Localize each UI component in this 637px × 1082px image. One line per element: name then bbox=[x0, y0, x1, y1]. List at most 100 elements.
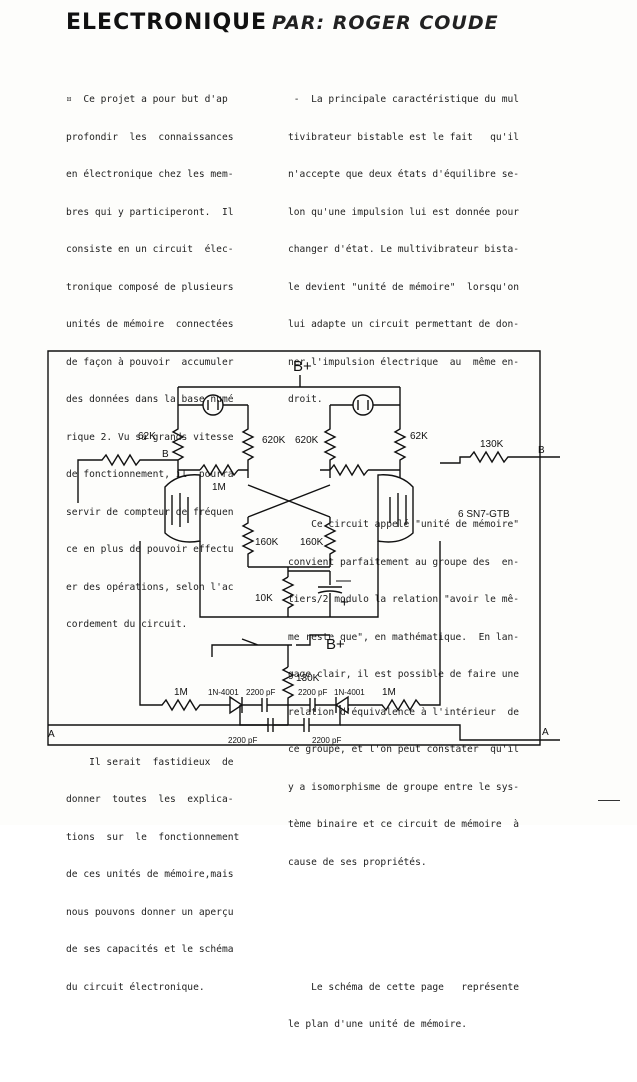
right-paragraph-1: - La principale caractéristique du mul t… bbox=[288, 69, 519, 432]
tube-left-icon bbox=[164, 474, 201, 543]
cap-minus-label: — bbox=[336, 572, 351, 589]
b-plus-mid-label: B+ bbox=[326, 636, 345, 653]
schematic-frame bbox=[47, 350, 541, 746]
resistor-1m-cross-right bbox=[329, 463, 369, 477]
resistor-620k-left bbox=[241, 423, 255, 478]
document-page: ELECTRONIQUE PAR: ROGER COUDE ¤ Ce proje… bbox=[47, 10, 620, 1030]
text-line: y a isomorphisme de groupe entre le sys- bbox=[288, 781, 520, 793]
text-line: de ces unités de mémoire,mais bbox=[66, 869, 234, 880]
node-a-right-label: A bbox=[542, 727, 549, 738]
node-b-right-label: B bbox=[538, 445, 545, 456]
diode-right-label: 1N-4001 bbox=[334, 688, 365, 697]
text-line: de fonctionnement, il pourra bbox=[66, 469, 234, 480]
r62k-left-label: 62K bbox=[138, 431, 156, 442]
text-line: ce groupe, et l'on peut constater qu'il bbox=[288, 744, 520, 755]
text-line: - La principale caractéristique du mul bbox=[288, 94, 520, 105]
left-paragraph-1: ¤ Ce projet a pour but d'ap profondir le… bbox=[66, 69, 239, 657]
input-b-right-resistor bbox=[440, 450, 560, 464]
diode-left-icon bbox=[220, 695, 252, 715]
resistor-1m-bottom-left bbox=[139, 541, 220, 712]
text-line: donner toutes les explica- bbox=[66, 794, 234, 805]
node-b-left-label: B bbox=[162, 449, 169, 460]
coupling-caps-bottom bbox=[239, 705, 341, 732]
text-line: Il serait fastidieux de bbox=[66, 756, 234, 768]
text-line: profondir les connaissances bbox=[66, 131, 234, 143]
neon-lamp-right-icon bbox=[352, 394, 374, 416]
tube-right-icon bbox=[377, 474, 414, 543]
lamp-wiring bbox=[177, 387, 401, 423]
text-line: er des opérations, selon l'ac bbox=[66, 581, 234, 593]
cross-coupling-lines bbox=[247, 484, 331, 518]
text-line: gage clair, il est possible de faire une bbox=[288, 669, 520, 680]
resistor-62k-right bbox=[393, 423, 407, 478]
left-paragraph-2: Il serait fastidieux de donner toutes le… bbox=[66, 732, 239, 1020]
memory-unit-schematic: B+ 62K 620K 620K 62K B 130K B 1M bbox=[47, 350, 560, 746]
text-line: changer d'état. Le multivibrateur bista- bbox=[288, 244, 520, 255]
resistor-62k-left bbox=[171, 423, 185, 478]
node-a-left-label: A bbox=[48, 729, 55, 740]
text-line: relation d'équivalence à l'intérieur de bbox=[288, 706, 520, 718]
r620k-left-label: 620K bbox=[262, 435, 286, 446]
resistor-1m-cross-left bbox=[199, 463, 239, 477]
text-line: tions sur le fonctionnement bbox=[66, 831, 240, 843]
resistor-1m-bottom-right bbox=[358, 541, 441, 712]
author-line: PAR: ROGER COUDE bbox=[272, 12, 499, 34]
resistor-620k-right bbox=[323, 423, 337, 478]
text-line: tronique composé de plusieurs bbox=[66, 281, 234, 293]
text-line: de ses capacités et le schéma bbox=[66, 944, 234, 955]
text-line: bres qui y participeront. Il bbox=[66, 206, 234, 218]
input-a-right-line bbox=[340, 724, 560, 741]
input-a-left-line bbox=[48, 707, 289, 726]
text-line: du circuit électronique. bbox=[66, 981, 205, 993]
text-line: me reste que", en mathématique. En lan- bbox=[288, 631, 520, 643]
capacitor-electrolytic-icon bbox=[317, 586, 343, 617]
footer-rule bbox=[598, 800, 620, 801]
resistor-130k-bottom bbox=[281, 666, 295, 707]
r1m-bottom-right-label: 1M bbox=[382, 687, 396, 698]
text-line: consiste en un circuit élec- bbox=[66, 244, 234, 255]
text-line: n'accepte que deux états d'équilibre se- bbox=[288, 169, 520, 180]
text-line: lon qu'une impulsion lui est donnée pour bbox=[288, 206, 520, 218]
grid-bias-rail bbox=[248, 566, 330, 577]
pulse-switch bbox=[211, 634, 330, 657]
tube-type-label: 6 SN7-GTB bbox=[458, 509, 510, 520]
text-line: tème binaire et ce circuit de mémoire à bbox=[288, 819, 520, 830]
r160k-right-label: 160K bbox=[300, 537, 324, 548]
supply-rail bbox=[178, 375, 400, 388]
resistor-160k-right bbox=[323, 517, 337, 567]
text-line: Ce circuit appelé "unité de mémoire" bbox=[288, 519, 520, 530]
right-paragraph-3: Le schéma de cette page représente le pl… bbox=[288, 957, 519, 1057]
coupling-caps-top bbox=[252, 698, 326, 712]
b-plus-top-label: B+ bbox=[293, 358, 312, 375]
page-title: ELECTRONIQUE bbox=[66, 10, 268, 35]
text-line: cordement du circuit. bbox=[66, 619, 188, 630]
resistor-160k-left bbox=[241, 517, 255, 567]
text-line: le devient "unité de mémoire" lorsqu'on bbox=[288, 281, 520, 293]
text-line: convient parfaitement au groupe des en- bbox=[288, 556, 520, 568]
text-line: droit. bbox=[288, 394, 323, 405]
cap-2200-a-label: 2200 pF bbox=[246, 688, 275, 697]
text-line: rique 2. Vu sa grands vitesse bbox=[66, 431, 234, 443]
text-line: unités de mémoire connectées bbox=[66, 319, 234, 330]
text-line: tiers/2 modulo la relation "avoir le mê- bbox=[288, 594, 520, 605]
r620k-right-label: 620K bbox=[295, 435, 319, 446]
diode-right-icon bbox=[326, 695, 358, 715]
r62k-right-label: 62K bbox=[410, 431, 428, 442]
text-line: le plan d'une unité de mémoire. bbox=[288, 1019, 468, 1030]
text-line: tivibrateur bistable est le fait qu'il bbox=[288, 131, 520, 143]
cap-2200-d-label: 2200 pF bbox=[312, 736, 341, 745]
diode-left-label: 1N-4001 bbox=[208, 688, 239, 697]
cap-plus-label: + bbox=[340, 594, 349, 611]
text-line: en électronique chez les mem- bbox=[66, 169, 234, 180]
r1m-cross-label: 1M bbox=[212, 482, 226, 493]
input-b-left-resistor bbox=[77, 453, 178, 503]
r10k-label: 10K bbox=[255, 593, 273, 604]
cap-2200-b-label: 2200 pF bbox=[298, 688, 327, 697]
text-line: lui adapte un circuit permettant de don- bbox=[288, 319, 520, 330]
text-line: de façon à pouvoir accumuler bbox=[66, 356, 234, 368]
r160k-left-label: 160K bbox=[255, 537, 279, 548]
text-line: ¤ Ce projet a pour but d'ap bbox=[66, 94, 228, 105]
text-line: ner l'impulsion électrique au même en- bbox=[288, 356, 520, 368]
text-line: ce en plus de pouvoir effectu bbox=[66, 544, 234, 555]
r130k-bottom-label: 130K bbox=[296, 673, 320, 684]
